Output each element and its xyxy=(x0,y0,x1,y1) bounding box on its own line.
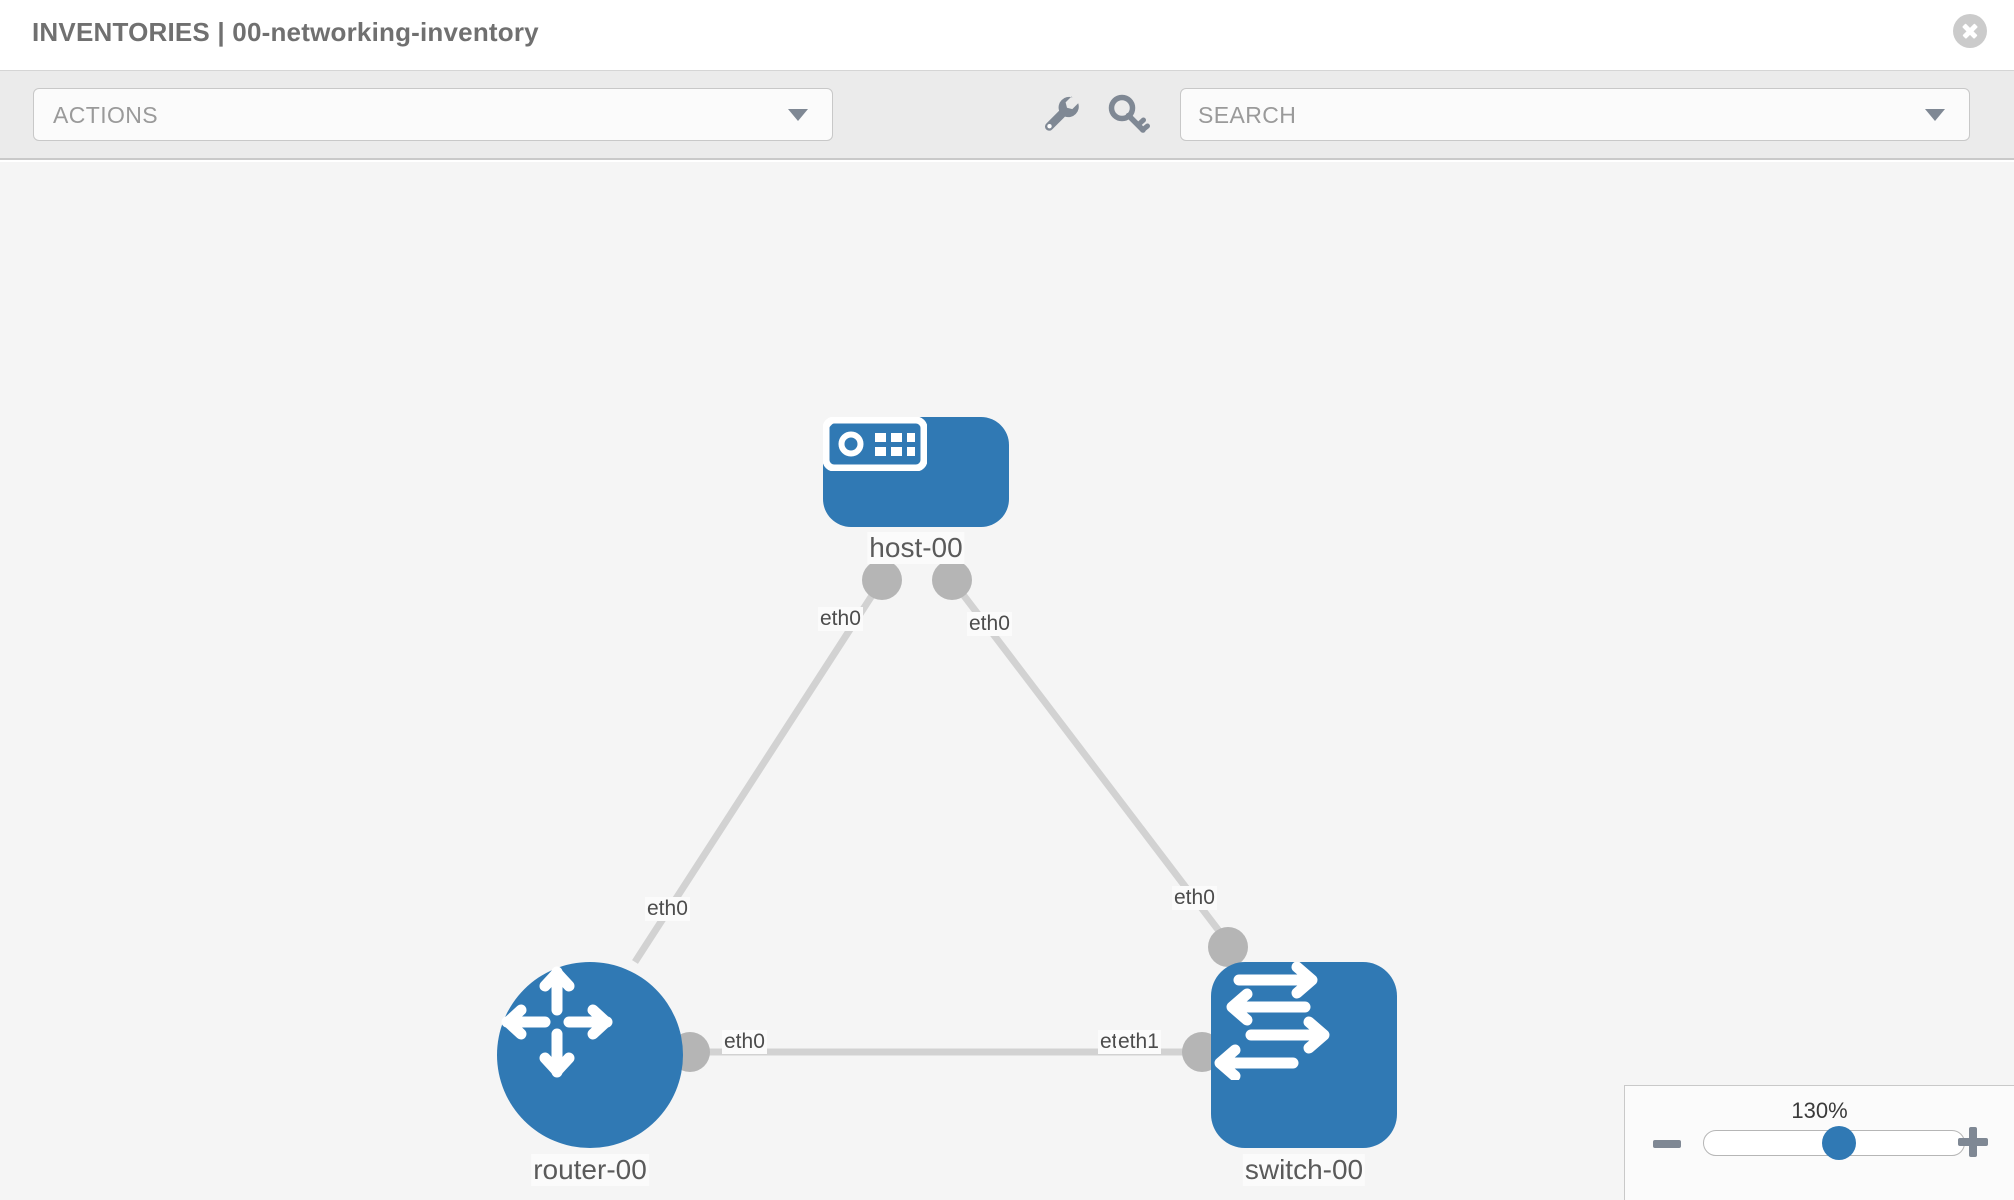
zoom-in-button[interactable] xyxy=(1957,1126,1989,1158)
page-title: INVENTORIES | 00-networking-inventory xyxy=(32,17,539,47)
node-label-switch-00: switch-00 xyxy=(1242,1154,1366,1186)
zoom-out-button[interactable] xyxy=(1653,1140,1681,1148)
port-switch-eth0[interactable] xyxy=(1208,927,1248,967)
topology-canvas[interactable]: host-00 router-00 xyxy=(0,162,2014,1200)
iface-label-router-eth0-up: eth0 xyxy=(645,897,690,921)
close-icon[interactable] xyxy=(1953,14,1987,48)
router-arrows-icon xyxy=(501,966,613,1078)
search-placeholder: SEARCH xyxy=(1198,102,1297,128)
zoom-level-value: 130% xyxy=(1791,1098,1848,1123)
chevron-down-icon xyxy=(788,108,808,121)
iface-label-router-eth0: eth0 xyxy=(722,1030,767,1054)
router-node-shape[interactable] xyxy=(497,962,683,1148)
port-host-eth0-right[interactable] xyxy=(932,560,972,600)
actions-dropdown-label: ACTIONS xyxy=(53,102,159,128)
host-node-shape[interactable] xyxy=(823,417,1009,527)
iface-label-switch-eth1: eth1 xyxy=(1116,1030,1161,1054)
switch-node-shape[interactable] xyxy=(1211,962,1397,1148)
zoom-control-panel: 130% xyxy=(1624,1085,2014,1200)
topology-links xyxy=(632,577,1238,1056)
iface-label-switch-eth0-up: eth0 xyxy=(1172,886,1217,910)
port-host-eth0-left[interactable] xyxy=(862,560,902,600)
zoom-slider[interactable] xyxy=(1703,1126,1965,1160)
server-icon xyxy=(823,417,927,471)
switch-arrows-icon xyxy=(1214,962,1330,1080)
iface-label-host-eth0-left: eth0 xyxy=(818,607,863,631)
zoom-slider-thumb[interactable] xyxy=(1822,1126,1857,1160)
wrench-icon[interactable] xyxy=(1035,89,1087,141)
node-label-host-00: host-00 xyxy=(867,532,965,564)
topology-graph: host-00 router-00 xyxy=(0,162,2014,1200)
page-header: INVENTORIES | 00-networking-inventory xyxy=(0,0,2014,70)
node-label-router-00: router-00 xyxy=(531,1154,649,1186)
iface-label-host-eth0-right: eth0 xyxy=(967,612,1012,636)
actions-dropdown[interactable]: ACTIONS xyxy=(33,88,833,141)
search-input[interactable]: SEARCH xyxy=(1180,88,1970,141)
toolbar: ACTIONS SEARCH xyxy=(0,70,2014,160)
key-icon[interactable] xyxy=(1102,89,1154,141)
chevron-down-icon[interactable] xyxy=(1925,108,1945,121)
